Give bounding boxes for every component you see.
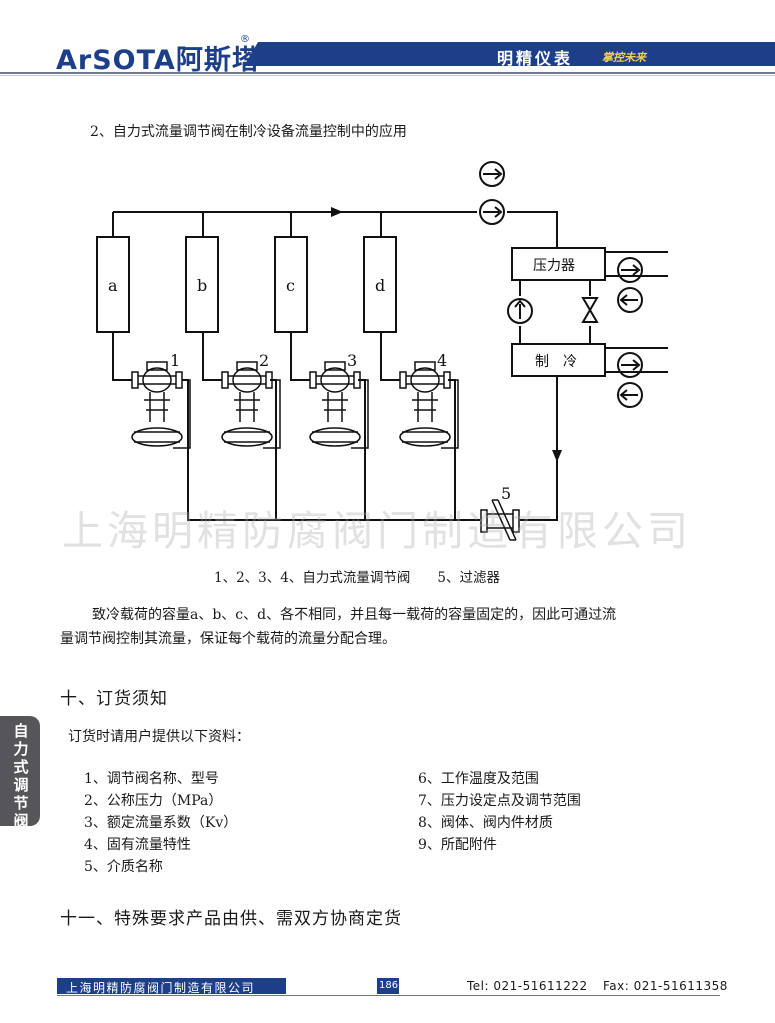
footer-divider (57, 995, 720, 996)
order-item-8: 8、阀体、阀内件材质 (418, 815, 553, 831)
brand-logo: ArSOTA阿斯塔 (56, 45, 260, 76)
load-label-c: c (286, 276, 295, 295)
header-divider (0, 72, 775, 74)
valve-number-4: 4 (437, 351, 447, 370)
header-brand-right: 明精仪表 (497, 49, 574, 68)
page-number-box (377, 978, 399, 994)
section-10-title: 十、订货须知 (60, 689, 168, 709)
header-slogan: 掌控未来 (602, 51, 646, 64)
section-11-title: 十一、特殊要求产品由供、需双方协商定货 (60, 909, 402, 929)
order-item-2: 2、公称压力（MPa） (84, 793, 223, 809)
return-flow-arrow (552, 450, 562, 462)
page-number: 186 (379, 980, 399, 991)
page-header: ArSOTA阿斯塔 ® 明精仪表 掌控未来 (0, 0, 775, 80)
pump-icon (617, 352, 643, 378)
pump-icon (479, 199, 505, 225)
header-band (244, 42, 775, 66)
compressor-label: 压力器 (533, 258, 575, 274)
side-tab-char: 自 (13, 722, 29, 740)
filter-icon (480, 499, 520, 541)
diagram-caption: 1、2、3、4、自力式流量调节阀 5、过滤器 (214, 570, 500, 586)
refrigeration-box (511, 343, 606, 377)
side-tab-char: 调 (13, 776, 29, 794)
watermark: 上海明精防腐阀门制造有限公司 (62, 507, 692, 555)
paragraph-line-2: 量调节阀控制其流量，保证每个载荷的流量分配合理。 (60, 631, 396, 647)
valve-number-3: 3 (347, 351, 357, 370)
footer-company-bar (57, 978, 286, 994)
order-item-3: 3、额定流量系数（Kv） (84, 815, 238, 831)
regulating-valves (131, 361, 459, 449)
load-label-d: d (375, 276, 385, 295)
load-label-b: b (197, 276, 207, 295)
filter-number: 5 (501, 484, 511, 503)
order-intro: 订货时请用户提供以下资料： (68, 729, 250, 745)
order-item-4: 4、固有流量特性 (84, 837, 191, 853)
registered-mark: ® (240, 34, 250, 45)
gauge-icon (479, 161, 505, 187)
pump-icon (507, 298, 533, 324)
order-item-5: 5、介质名称 (84, 859, 163, 875)
return-pipe-right (520, 460, 558, 521)
valve-3 (309, 361, 369, 449)
valve-1 (131, 361, 191, 449)
footer-tel: Tel: 021-51611222 (467, 979, 588, 993)
side-tab-char: 式 (13, 758, 29, 776)
side-tab-char: 力 (13, 740, 29, 758)
valve-number-1: 1 (170, 351, 180, 370)
gauge-icon (617, 287, 643, 313)
gauge-icon (617, 382, 643, 408)
order-item-9: 9、所配附件 (418, 837, 497, 853)
pump-icon (617, 257, 643, 283)
side-tab-char: 阀 (13, 812, 29, 830)
side-tab: 自 力 式 调 节 阀 (0, 716, 40, 830)
order-item-6: 6、工作温度及范围 (418, 771, 539, 787)
footer-fax: Fax: 021-51611358 (603, 979, 728, 993)
valve-number-2: 2 (259, 351, 269, 370)
return-pipes (182, 379, 480, 521)
supply-pipe (113, 211, 558, 248)
section-title: 2、自力式流量调节阀在制冷设备流量控制中的应用 (90, 124, 407, 140)
compressor-box (511, 247, 606, 281)
flow-arrow (331, 207, 343, 217)
valve-icon (581, 297, 599, 323)
paragraph-line-1: 致冷载荷的容量a、b、c、d、各不相同，并且每一载荷的容量固定的，因此可通过流 (92, 607, 617, 623)
load-branches (96, 212, 400, 381)
refrigeration-label: 制 冷 (535, 354, 577, 370)
flow-control-diagram: a b c d 1 2 3 4 5 压力器 制 冷 (96, 161, 668, 541)
load-label-a: a (108, 276, 118, 295)
footer-company: 上海明精防腐阀门制造有限公司 (66, 981, 256, 995)
valve-4 (399, 361, 459, 449)
order-item-7: 7、压力设定点及调节范围 (418, 793, 581, 809)
valve-2 (221, 361, 281, 449)
side-tab-char: 节 (13, 794, 29, 812)
header-divider-thin (0, 75, 775, 76)
order-item-1: 1、调节阀名称、型号 (84, 771, 219, 787)
